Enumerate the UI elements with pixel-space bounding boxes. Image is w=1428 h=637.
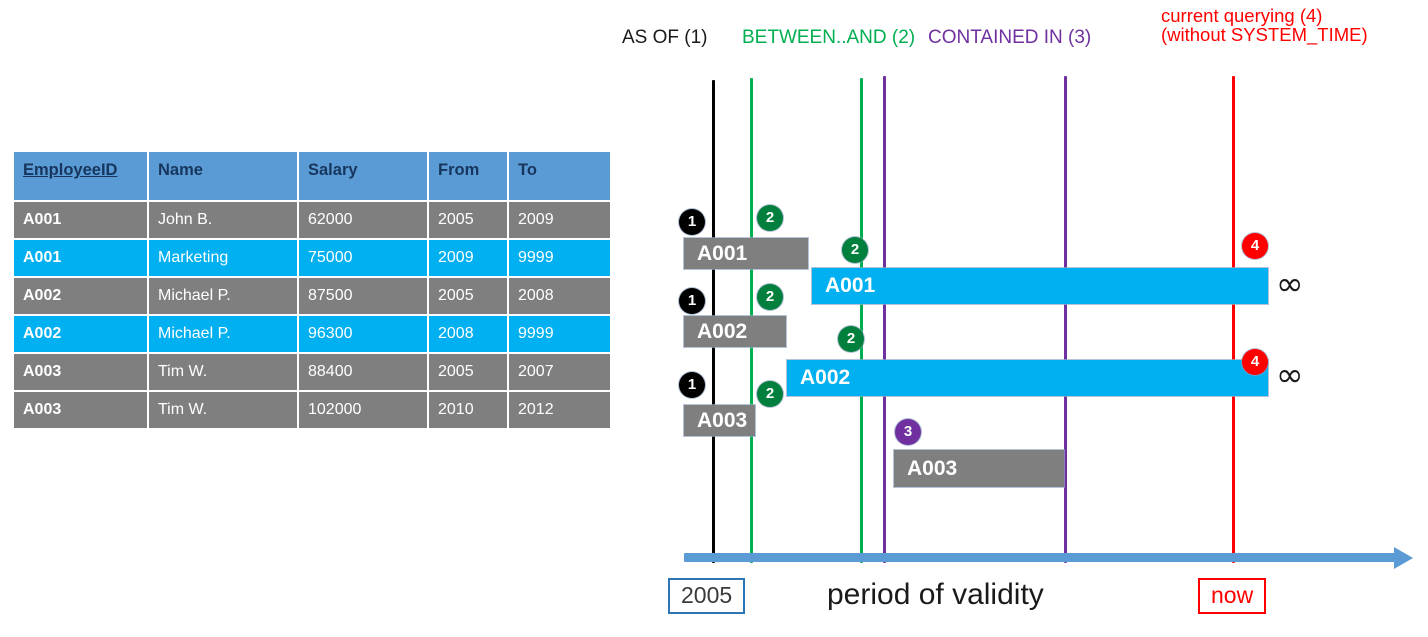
cell-employeeid: A003: [14, 392, 147, 428]
badge-between-1: 2: [757, 205, 783, 231]
badge-between-2: 2: [842, 237, 868, 263]
badge-between-5: 2: [757, 381, 783, 407]
cell-salary: 96300: [299, 316, 427, 352]
legend-contained-in: CONTAINED IN (3): [928, 27, 1092, 48]
cell-to: 9999: [509, 240, 610, 276]
cell-name: Michael P.: [149, 278, 297, 314]
bar-a003-historic-1: A003: [684, 405, 755, 436]
legend-current-querying: current querying (4) (without SYSTEM_TIM…: [1161, 6, 1368, 45]
bar-a003-historic-2: A003: [894, 450, 1064, 487]
bar-a002-current: A002: [787, 360, 1268, 396]
column-header-salary: Salary: [299, 152, 427, 200]
table-row: A003 Tim W. 102000 2010 2012: [14, 392, 610, 428]
between-end-vertical-line: [860, 78, 863, 563]
badge-as-of-3: 1: [679, 372, 705, 398]
contained-end-vertical-line: [1064, 76, 1067, 563]
legend-current-querying-line1: current querying (4): [1161, 5, 1323, 26]
column-header-to: To: [509, 152, 610, 200]
axis-now-label: now: [1198, 578, 1267, 615]
badge-current-1: 4: [1242, 233, 1268, 259]
cell-name: Tim W.: [149, 354, 297, 390]
axis-start-label: 2005: [668, 578, 746, 615]
cell-employeeid: A002: [14, 278, 147, 314]
badge-as-of-2: 1: [679, 288, 705, 314]
now-vertical-line: [1232, 76, 1235, 563]
bar-a002-historic: A002: [684, 316, 786, 347]
cell-employeeid: A003: [14, 354, 147, 390]
cell-from: 2008: [429, 316, 507, 352]
cell-from: 2005: [429, 202, 507, 238]
column-header-name: Name: [149, 152, 297, 200]
cell-from: 2010: [429, 392, 507, 428]
column-header-from: From: [429, 152, 507, 200]
column-header-employeeid: EmployeeID: [14, 152, 147, 200]
cell-name: Marketing: [149, 240, 297, 276]
cell-employeeid: A001: [14, 240, 147, 276]
infinity-symbol-a002: ∞: [1276, 355, 1304, 394]
cell-to: 2012: [509, 392, 610, 428]
contained-start-vertical-line: [883, 76, 886, 563]
bar-a001-historic: A001: [684, 238, 808, 269]
cell-employeeid: A001: [14, 202, 147, 238]
column-header-employeeid-label: EmployeeID: [23, 161, 118, 179]
infinity-symbol-a001: ∞: [1276, 264, 1304, 303]
table-row: A001 Marketing 75000 2009 9999: [14, 240, 610, 276]
badge-current-2: 4: [1242, 349, 1268, 375]
legend-current-querying-line2: (without SYSTEM_TIME): [1161, 24, 1368, 46]
cell-employeeid: A002: [14, 316, 147, 352]
cell-from: 2005: [429, 354, 507, 390]
cell-name: John B.: [149, 202, 297, 238]
timeline-axis-arrow-icon: [1394, 547, 1413, 569]
badge-between-4: 2: [838, 326, 864, 352]
cell-salary: 75000: [299, 240, 427, 276]
table-header-row: EmployeeID Name Salary From To: [14, 152, 610, 200]
cell-salary: 87500: [299, 278, 427, 314]
cell-salary: 88400: [299, 354, 427, 390]
cell-name: Michael P.: [149, 316, 297, 352]
table-row: A002 Michael P. 87500 2005 2008: [14, 278, 610, 314]
legend-between-and: BETWEEN..AND (2): [742, 27, 916, 48]
bar-a001-current: A001: [812, 268, 1268, 304]
badge-contained-in: 3: [895, 419, 921, 445]
legend-as-of: AS OF (1): [622, 27, 708, 48]
cell-to: 2009: [509, 202, 610, 238]
badge-between-3: 2: [757, 284, 783, 310]
timeline-axis: [684, 553, 1396, 562]
temporal-query-timeline-diagram: AS OF (1) BETWEEN..AND (2) CONTAINED IN …: [610, 0, 1428, 637]
table-row: A002 Michael P. 96300 2008 9999: [14, 316, 610, 352]
cell-to: 2007: [509, 354, 610, 390]
cell-from: 2005: [429, 278, 507, 314]
cell-salary: 102000: [299, 392, 427, 428]
table-row: A003 Tim W. 88400 2005 2007: [14, 354, 610, 390]
cell-salary: 62000: [299, 202, 427, 238]
cell-to: 2008: [509, 278, 610, 314]
table-row: A001 John B. 62000 2005 2009: [14, 202, 610, 238]
cell-from: 2009: [429, 240, 507, 276]
cell-name: Tim W.: [149, 392, 297, 428]
badge-as-of-1: 1: [679, 209, 705, 235]
axis-caption: period of validity: [827, 578, 1044, 611]
cell-to: 9999: [509, 316, 610, 352]
employee-history-table: EmployeeID Name Salary From To A001 John…: [12, 150, 612, 430]
